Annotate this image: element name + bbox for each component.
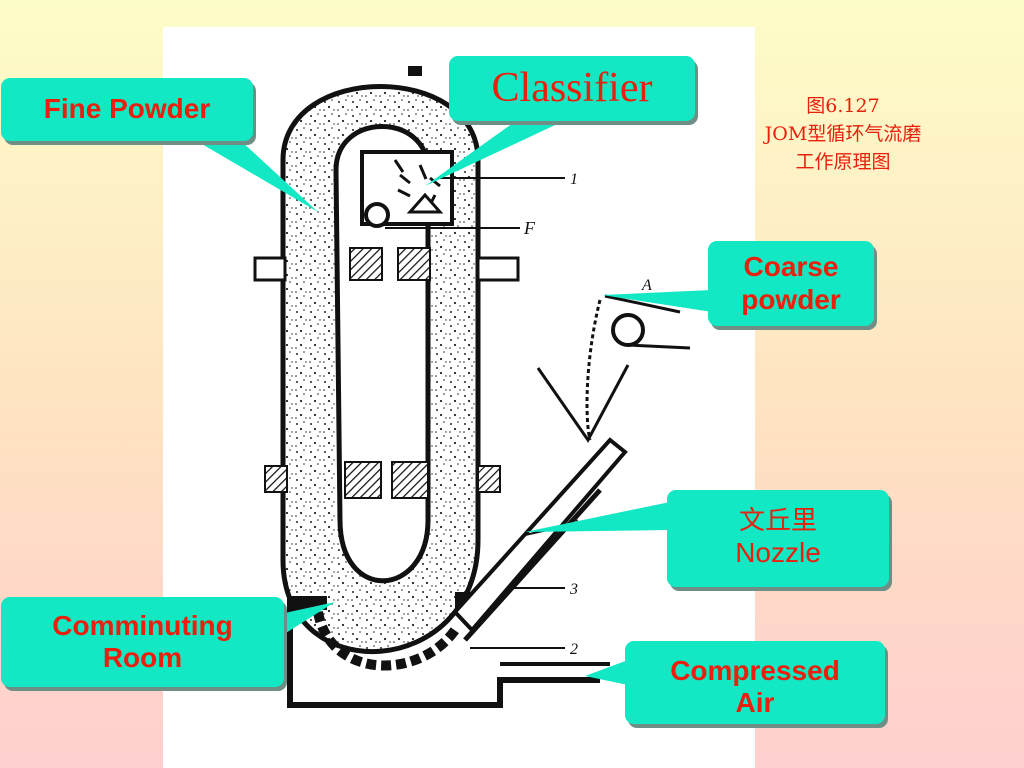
callout-coarse-powder: Coarse powder [708,241,874,326]
diagram-label-a: A [641,277,652,294]
feed-hopper [536,364,630,443]
callout-nozzle-line-1: 文丘里 [738,506,817,537]
classifier-cone [406,192,444,214]
classifier-pointer [425,118,570,186]
fine-powder-pointer [195,140,318,212]
callout-coarse-line-1: Coarse [743,251,839,283]
upper-web-left [349,247,383,281]
caption-line-1: 图6.127 [806,95,880,117]
lower-clamp-right [477,465,501,493]
diagram-label-1-top: 1 [570,171,578,188]
upper-clamp-left [253,256,287,282]
callout-compressed-line-2: Air [735,687,775,719]
callout-compressed-air: Compressed Air [625,641,885,724]
callout-fine-powder-label: Fine Powder [43,93,211,125]
nozzle-pipe [452,437,628,633]
caption-line-3: 工作原理图 [795,151,891,173]
lower-clamp-left [264,465,288,493]
coarse-pointer [602,290,712,312]
callout-classifier: Classifier [449,56,695,121]
upper-web-right [397,247,431,281]
belt-bottom [627,343,691,350]
figure-caption: 图6.127 JOM型循环气流磨 工作原理图 [728,92,958,176]
upper-clamp-right [476,256,520,282]
lower-web-right [391,461,429,499]
callout-comminuting-line-2: Room [102,642,183,673]
feed-chute [585,299,602,441]
top-cap [408,66,422,76]
base-housing [287,600,600,708]
feed-roller [611,313,645,347]
grinding-arc [313,610,460,671]
air-pipe [463,488,602,642]
compressed-pointer [585,660,628,685]
callout-coarse-line-2: powder [741,283,841,315]
belt-top [604,294,681,314]
callout-compressed-line-1: Compressed [670,655,840,686]
callout-comminuting-line-1: Comminuting [52,609,233,641]
lower-web-left [344,461,382,499]
outlet-pipe [364,202,390,228]
callout-fine-powder: Fine Powder [1,78,253,141]
callout-nozzle: 文丘里 Nozzle [667,490,889,587]
callout-classifier-label: Classifier [491,65,653,112]
diagram-label-2: 2 [570,641,578,658]
callout-nozzle-line-2: Nozzle [735,537,821,569]
classifier-vanes [393,159,441,208]
diagram-label-3: 3 [569,581,578,598]
nozzle-pointer [525,502,670,532]
callout-comminuting-room: Comminuting Room [1,597,284,687]
caption-line-2: JOM型循环气流磨 [764,123,922,145]
diagram-label-f: F [523,218,536,238]
